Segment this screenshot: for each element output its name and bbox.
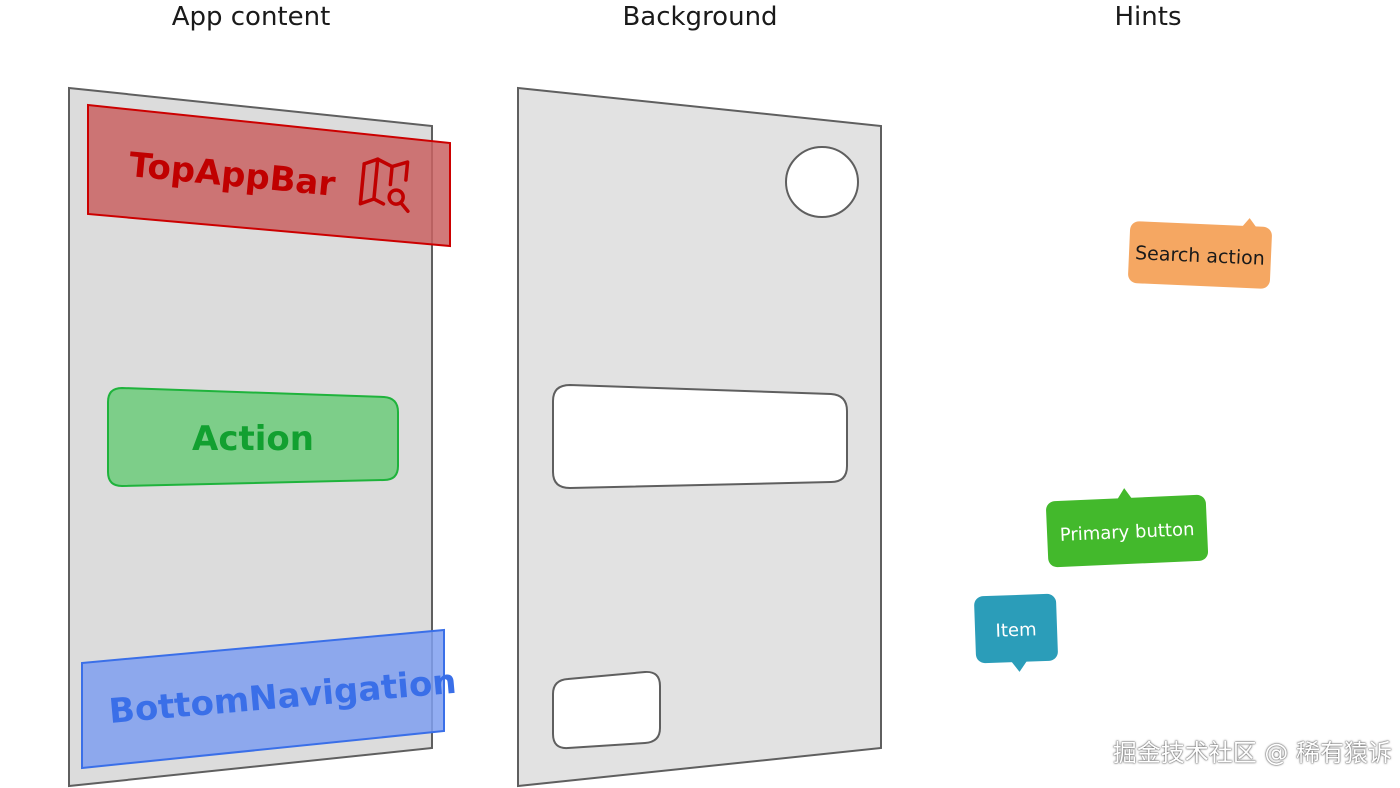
action-layer <box>107 386 399 488</box>
hints-title: Hints <box>1114 2 1182 32</box>
background-title: Background <box>622 2 778 32</box>
top-app-bar-layer <box>87 103 451 248</box>
app-content-title: App content <box>171 2 331 32</box>
primary-button-hint: Primary button <box>1046 488 1209 568</box>
search-action-hint: Search action <box>1128 218 1272 289</box>
watermark: 掘金技术社区 @ 稀有猿诉 <box>1112 739 1392 767</box>
background-item-cutout <box>552 670 661 750</box>
action-label: Action <box>192 419 314 459</box>
bottom-navigation-layer <box>81 628 445 770</box>
item-hint-label: Item <box>995 619 1037 641</box>
background-icon-cutout <box>785 146 859 218</box>
item-hint: Item <box>974 593 1058 672</box>
background-action-cutout <box>552 383 848 490</box>
map-search-icon <box>358 157 410 214</box>
